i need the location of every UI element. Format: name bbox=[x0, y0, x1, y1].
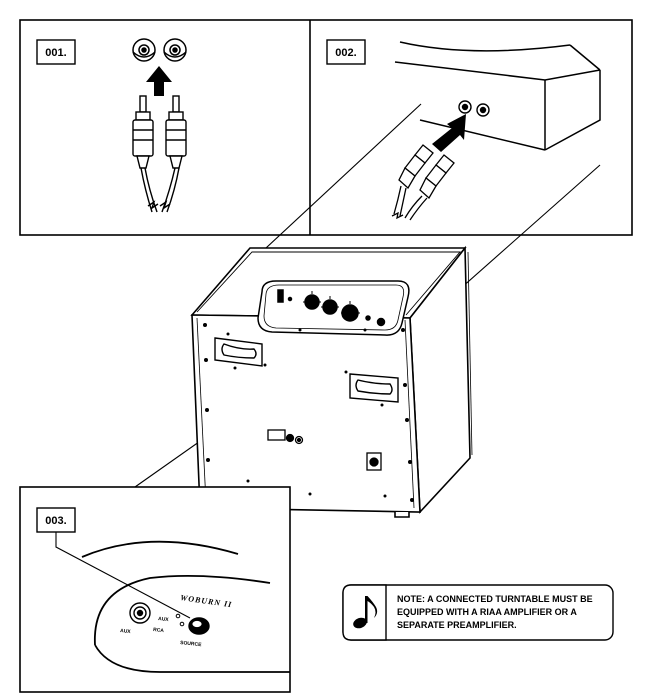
control-knob-ticks bbox=[303, 291, 360, 314]
step-003-label: 003. bbox=[45, 515, 66, 527]
rear-rca-sockets-icon bbox=[458, 100, 490, 117]
step-002-panel: 002. bbox=[326, 39, 601, 221]
step-003-badge: 003. bbox=[36, 507, 76, 533]
speaker-handles bbox=[214, 337, 399, 403]
step-003-pointer bbox=[55, 532, 191, 619]
aux-jack-icon bbox=[129, 602, 151, 624]
led-label-aux: AUX bbox=[158, 616, 170, 623]
rca-sockets-icon bbox=[132, 38, 187, 62]
rca-plugs-diagonal-icon bbox=[398, 144, 455, 200]
source-leds bbox=[175, 613, 185, 627]
note-box: NOTE: A CONNECTED TURNTABLE MUST BE EQUI… bbox=[342, 584, 614, 641]
close-up-outline bbox=[81, 540, 290, 673]
rca-cable-2 bbox=[391, 185, 428, 221]
step-001-label: 001. bbox=[45, 47, 66, 59]
aux-jack-label: AUX bbox=[120, 628, 132, 635]
step-001-badge: 001. bbox=[36, 39, 76, 65]
rca-cable bbox=[140, 167, 180, 213]
speaker-corner-outline bbox=[394, 41, 601, 151]
note-icon-frame bbox=[342, 584, 387, 641]
speaker-rear-connectors bbox=[267, 429, 382, 471]
step-003-panel: 003. WOBURN II AUX AUX RCA SO bbox=[19, 486, 291, 693]
top-panel bbox=[19, 19, 633, 236]
step-001-panel: 001. bbox=[36, 38, 187, 213]
source-button-label: SOURCE bbox=[180, 640, 203, 648]
note-line-3: SEPARATE PREAMPLIFIER. bbox=[397, 620, 517, 630]
music-note-icon bbox=[353, 596, 378, 629]
arrow-up-icon bbox=[146, 66, 172, 96]
step-002-label: 002. bbox=[335, 47, 356, 59]
rca-plugs-icon bbox=[132, 95, 187, 169]
arrow-diagonal-icon bbox=[432, 114, 466, 152]
led-label-rca: RCA bbox=[153, 627, 165, 634]
control-panel bbox=[257, 280, 410, 336]
step-002-badge: 002. bbox=[326, 39, 366, 65]
source-button bbox=[188, 617, 210, 635]
note-line-1: NOTE: A CONNECTED TURNTABLE MUST BE bbox=[397, 594, 593, 604]
note-line-2: EQUIPPED WITH A RIAA AMPLIFIER OR A bbox=[397, 607, 577, 617]
